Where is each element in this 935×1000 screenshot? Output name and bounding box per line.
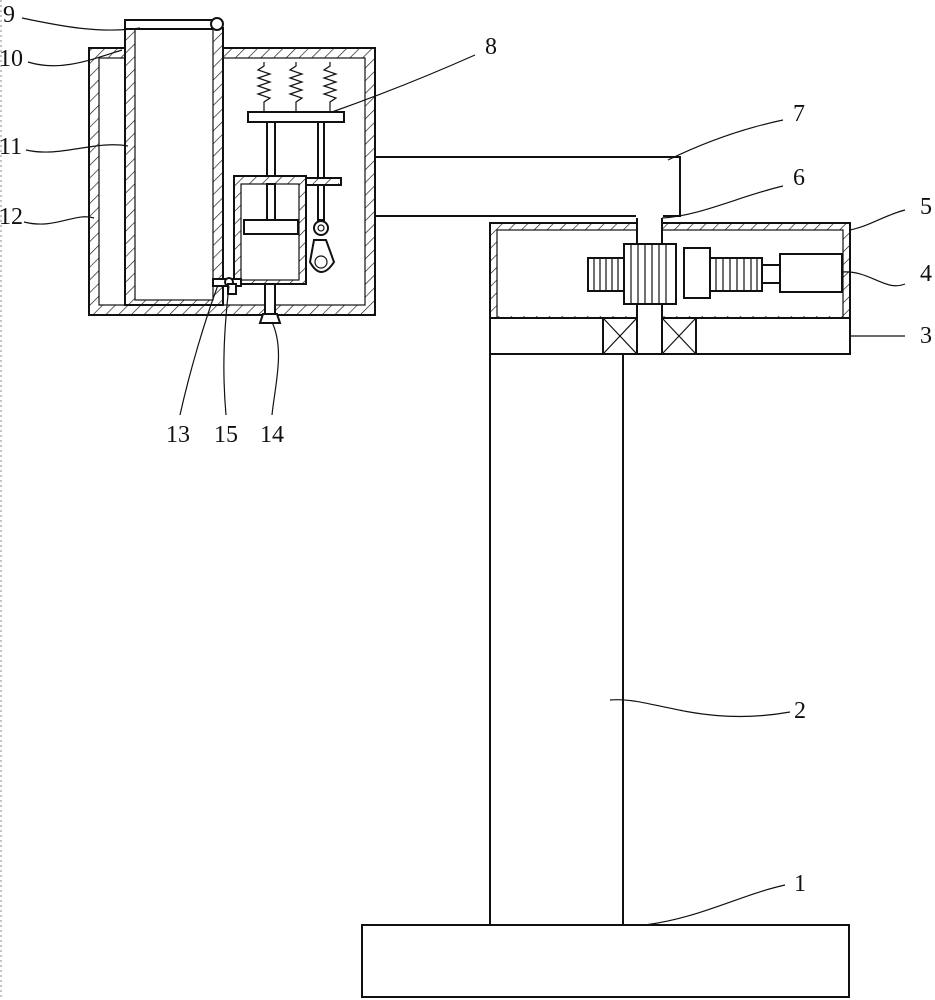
leader-8 (331, 54, 476, 113)
label-10: 10 (0, 46, 23, 72)
label-13: 13 (166, 422, 190, 448)
label-2: 2 (794, 698, 806, 724)
motor (761, 253, 843, 293)
pipe-joint (227, 283, 237, 295)
bearing-plate (489, 317, 851, 355)
label-14: 14 (260, 422, 284, 448)
pressing-plate (247, 111, 345, 123)
leader-12 (23, 216, 95, 225)
label-4: 4 (920, 261, 932, 287)
label-6: 6 (793, 165, 805, 191)
water-tank (124, 19, 224, 306)
leader-14 (271, 321, 280, 416)
label-5: 5 (920, 194, 932, 220)
leader-5 (849, 209, 906, 231)
support-arm (371, 156, 681, 217)
small-gear (587, 257, 627, 292)
driving-gear (683, 247, 763, 299)
leader-7 (667, 119, 784, 161)
spring-1 (256, 62, 272, 112)
spring-2 (288, 62, 304, 112)
label-3: 3 (920, 323, 932, 349)
label-11: 11 (0, 134, 22, 160)
large-gear (623, 243, 677, 305)
leader-9 (21, 17, 141, 31)
leader-10 (27, 49, 123, 67)
bearing-left (602, 317, 638, 355)
leader-6 (661, 185, 784, 219)
leader-11 (25, 144, 129, 153)
leader-1 (644, 884, 786, 926)
label-9: 9 (3, 2, 15, 28)
hinge-pivot (210, 17, 224, 31)
bearing-right (661, 317, 697, 355)
guide-rod (317, 121, 325, 221)
spring-3 (322, 62, 338, 112)
label-12: 12 (0, 204, 23, 230)
leader-4 (841, 271, 906, 287)
label-15: 15 (214, 422, 238, 448)
label-8: 8 (485, 34, 497, 60)
leader-2 (609, 699, 791, 718)
base-plate (361, 924, 850, 998)
pump-cylinder (233, 175, 307, 285)
label-1: 1 (794, 871, 806, 897)
label-7: 7 (793, 101, 805, 127)
cam-wheel (308, 220, 336, 273)
leader-13 (179, 284, 219, 416)
support-column (489, 353, 624, 926)
leader-15 (223, 285, 230, 416)
nozzle (258, 283, 282, 324)
